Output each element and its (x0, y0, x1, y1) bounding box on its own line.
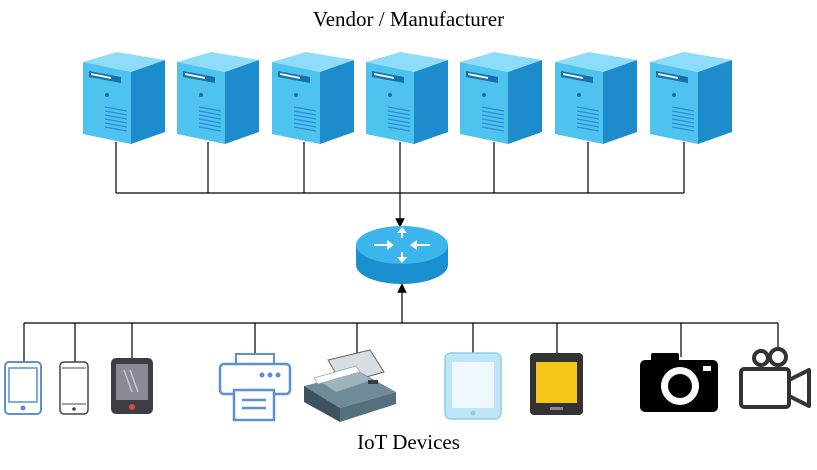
printer-icon (218, 353, 292, 422)
tablet-blue-icon (4, 361, 42, 415)
tablet-yellow-icon (530, 353, 583, 415)
server-5 (459, 51, 543, 145)
iot-devices-label: IoT Devices (357, 430, 460, 454)
tablet-light-icon (444, 352, 502, 420)
inkjet-printer-icon (304, 349, 396, 422)
server-4 (365, 51, 449, 145)
camera-icon (640, 353, 718, 412)
tablet-dark-icon (111, 358, 153, 414)
device-bus (23, 283, 779, 362)
smartphone-icon (59, 361, 89, 415)
router-icon (356, 226, 448, 284)
server-2 (176, 51, 260, 145)
server-6 (554, 51, 638, 145)
server-bus (115, 142, 685, 228)
vendor-manufacturer-label: Vendor / Manufacturer (312, 7, 505, 31)
video-camera-icon (739, 347, 811, 409)
server-1 (82, 51, 166, 145)
server-3 (271, 51, 355, 145)
server-7 (649, 51, 733, 145)
